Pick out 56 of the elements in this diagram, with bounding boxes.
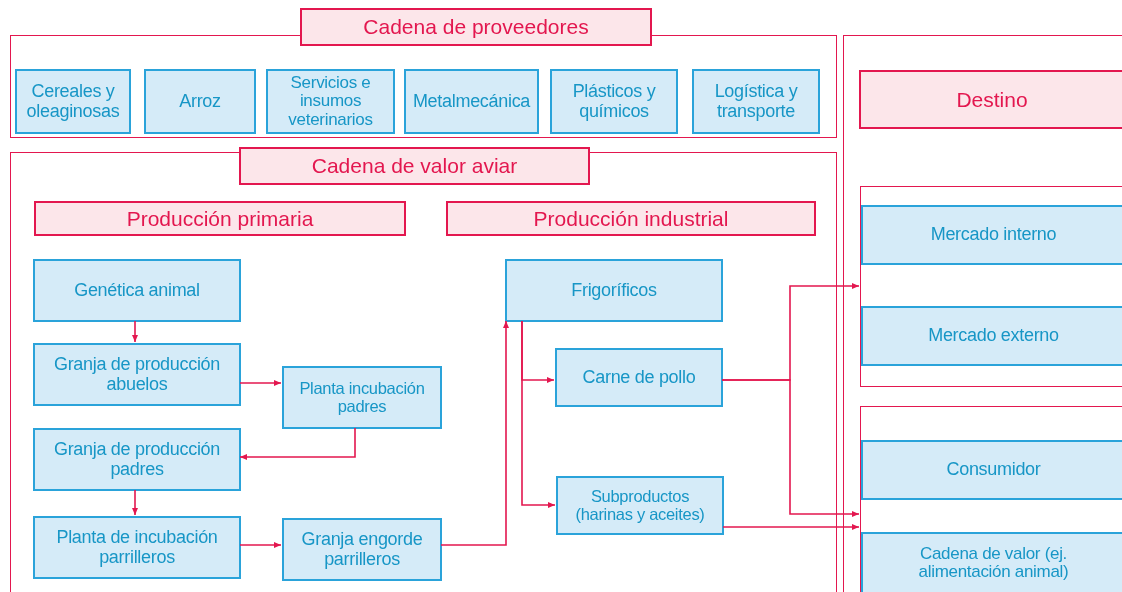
arrow (721, 379, 860, 517)
box-label: Subproductos (harinas y aceites) (574, 487, 706, 524)
process-box (555, 348, 723, 407)
box-label: Mercado externo (928, 326, 1059, 346)
box-label: Arroz (179, 91, 221, 112)
process-box (556, 476, 724, 535)
process-box (861, 306, 1122, 366)
box-label: Cereales y oleaginosas (25, 82, 121, 121)
process-box (861, 205, 1122, 265)
process-box (33, 516, 241, 579)
arrow (239, 427, 356, 460)
process-box (33, 428, 241, 491)
process-box (144, 69, 256, 134)
process-box (33, 343, 241, 406)
box-label: Carne de pollo (582, 367, 696, 388)
box-label: Genética animal (74, 280, 200, 301)
group-frame (860, 186, 1122, 387)
box-label: Metalmecánica (412, 91, 531, 112)
process-box (282, 366, 442, 429)
arrow (722, 524, 860, 530)
section-heading: Producción industrial (446, 201, 816, 236)
group-frame (843, 35, 1122, 592)
box-label: Planta de incubación parrilleros (55, 528, 219, 567)
process-box (692, 69, 820, 134)
box-label: Plásticos y químicos (571, 82, 657, 121)
arrow (132, 489, 138, 516)
section-heading: Cadena de proveedores (300, 8, 652, 46)
box-label: Granja engorde parrilleros (300, 530, 424, 569)
process-box (861, 532, 1122, 592)
arrow (239, 542, 282, 548)
arrow (521, 320, 556, 508)
process-box (15, 69, 131, 134)
arrow (132, 320, 138, 343)
process-box (404, 69, 539, 134)
section-heading: Producción primaria (34, 201, 406, 236)
section-heading: Destino (859, 70, 1122, 129)
box-label: Mercado interno (930, 225, 1057, 245)
group-frame (860, 406, 1122, 592)
box-label: Granja de producción padres (52, 440, 222, 479)
box-label: Consumidor (946, 460, 1041, 480)
process-box (550, 69, 678, 134)
group-frame (10, 152, 837, 592)
box-label: Logística y transporte (713, 82, 799, 121)
process-box (861, 440, 1122, 500)
arrow (440, 320, 509, 546)
process-box (33, 259, 241, 322)
box-label: Cadena de valor (ej. alimentación animal) (917, 544, 1070, 582)
process-box (282, 518, 442, 581)
process-box (266, 69, 395, 134)
box-label: Planta incubación padres (298, 379, 426, 416)
box-label: Servicios e insumos veterinarios (287, 73, 374, 130)
box-label: Frigoríficos (571, 280, 657, 301)
box-label: Granja de producción abuelos (52, 355, 222, 394)
section-heading: Cadena de valor aviar (239, 147, 590, 185)
arrow (239, 380, 282, 386)
process-box (505, 259, 723, 322)
